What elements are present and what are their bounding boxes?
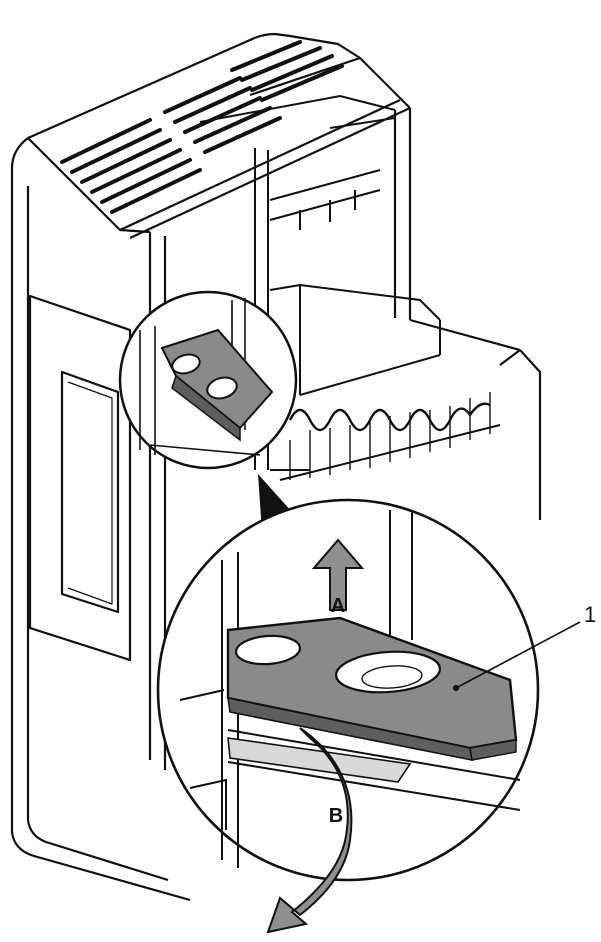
- arrow-a-label: A: [331, 595, 345, 617]
- arrow-b-label: B: [329, 805, 343, 827]
- detail-circle-small: [118, 290, 298, 470]
- arrow-b-swing-out: B: [266, 727, 353, 934]
- baffle-plate-large: [226, 616, 518, 762]
- stove-body: [10, 32, 542, 902]
- detail-circle-large: [156, 498, 540, 882]
- baffle-plate-small: [160, 328, 274, 442]
- arrow-a-lift-up: A: [311, 538, 365, 617]
- callout-1-leader: [455, 621, 581, 689]
- callout-1: 1: [453, 602, 596, 691]
- top-grille: [60, 40, 344, 214]
- callout-1-label: 1: [584, 602, 596, 627]
